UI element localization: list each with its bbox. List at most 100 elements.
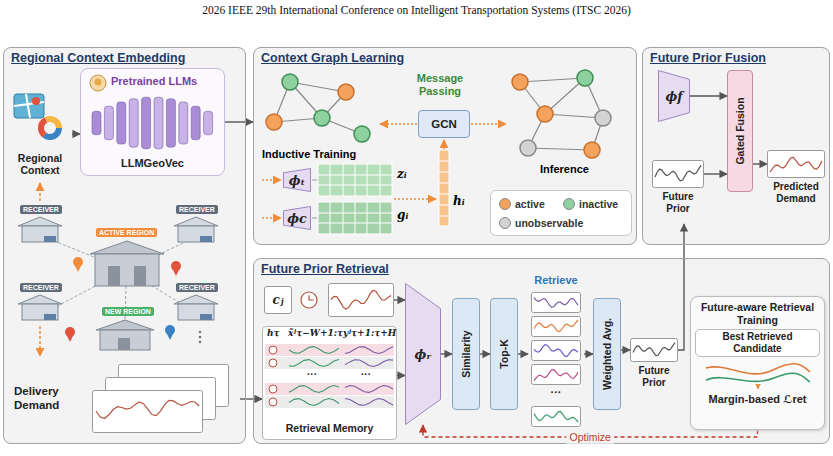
shape-line [520, 78, 585, 82]
drawing [534, 345, 578, 357]
shape-rect [22, 226, 58, 242]
ellipsis: ··· [307, 369, 317, 380]
trap-node: ϕf [658, 70, 690, 122]
drawing [142, 97, 151, 149]
drawing [532, 407, 581, 427]
shape-polygon [174, 217, 218, 226]
shape-rect [22, 304, 58, 320]
panel: Future Prior Fusion ϕfGated FusionFuture … [642, 47, 830, 245]
drawing [770, 157, 822, 172]
shape-g [42, 236, 198, 320]
drawing [534, 298, 578, 308]
drawing [92, 111, 101, 134]
legend-swatch [499, 198, 511, 210]
shape-circle [584, 142, 600, 158]
gcn-box: GCN [431, 118, 457, 130]
shape-line [262, 179, 281, 181]
drawing [96, 400, 199, 418]
llm-node: Pretrained LLMsLLMGeoVec [80, 68, 225, 176]
shape-path [172, 268, 180, 276]
encoder-symbol: ϕᵣ [415, 347, 432, 362]
shape-circle [314, 110, 330, 126]
shape-rect [253, 258, 830, 444]
shape-rect [44, 236, 56, 242]
drawing [406, 284, 441, 425]
shape-circle [537, 106, 553, 122]
shape-rect [178, 304, 214, 320]
query-box: cⱼ [264, 286, 292, 314]
region-node: Regional Context [8, 92, 72, 178]
drawing [289, 360, 339, 367]
panel-heading: Future Prior Retrieval [261, 262, 389, 276]
shape-line [312, 180, 317, 181]
annotation: RECEIVER [20, 205, 62, 214]
drawing [129, 99, 138, 147]
shape-line [528, 148, 592, 150]
model-title: LLMGeoVec [81, 157, 224, 169]
shape-line [39, 326, 41, 356]
drawing [534, 320, 578, 332]
shape-path [74, 264, 82, 272]
model-name: Pretrained LLMs [111, 75, 197, 87]
drawing [345, 386, 393, 393]
train-node: Future-aware Retrieval TrainingBest Retr… [690, 296, 825, 430]
chart-icon [630, 338, 678, 362]
connector [225, 121, 253, 122]
running-header: 2026 IEEE 29th International Conference … [0, 4, 833, 16]
shape-polygon [90, 241, 164, 254]
shape-polygon [18, 295, 62, 304]
drawing [532, 317, 581, 337]
drawing [659, 71, 690, 122]
trap-node: ϕₜ [283, 168, 311, 192]
connector [240, 398, 262, 399]
chart-icon [531, 364, 581, 385]
annotation: NEW REGION [102, 307, 154, 316]
annotation: Inductive Training [262, 148, 356, 160]
connector [441, 353, 452, 354]
drawing [757, 384, 758, 389]
shape-circle [512, 74, 528, 90]
margin-curves [698, 360, 818, 390]
drawing [93, 391, 203, 433]
drawing [269, 398, 277, 406]
drawing [532, 365, 581, 385]
shape-rect [3, 47, 246, 444]
panel-heading: Future Prior Fusion [650, 51, 766, 65]
shape-rect [439, 150, 449, 226]
vertical-label: Gated Fusion [734, 97, 746, 164]
panel: Regional Context EmbeddingPretrained LLM… [3, 47, 246, 444]
annotation: hᵢ [453, 194, 465, 208]
annotation: Inference [540, 163, 589, 175]
chart-icon [531, 292, 581, 313]
query-symbol: cⱼ [272, 293, 283, 307]
drawing [768, 151, 825, 178]
legend-box: activeinactiveunobservable [490, 190, 632, 236]
drawing [265, 396, 394, 408]
chart-node: Future Prior [652, 160, 704, 224]
connector [72, 133, 80, 134]
shape-circle [354, 126, 370, 142]
drawing [631, 339, 678, 362]
shape-line [262, 217, 281, 219]
shape-line [394, 198, 436, 200]
shape-path [166, 332, 174, 340]
trap-node: ϕᵣ [405, 283, 441, 425]
annotation: RECEIVER [176, 283, 218, 292]
connector [690, 95, 727, 96]
drawing [32, 97, 40, 105]
drawing [345, 399, 393, 406]
ellipsis: ··· [528, 386, 584, 398]
shape-circle [199, 331, 202, 334]
shape-rect [178, 226, 214, 242]
chart-icon [531, 340, 581, 361]
shape-rect [134, 266, 146, 286]
clock-icon [300, 291, 318, 309]
shape-rect [200, 314, 212, 320]
shape-rect [642, 47, 830, 245]
memory-node: hτx̃ʲτ−W+1:τyʲτ+1:τ+H······Retrieval Mem… [262, 326, 397, 440]
shape-circle [282, 74, 298, 90]
drawing [41, 119, 59, 137]
connector [397, 375, 405, 376]
drawing [154, 97, 163, 149]
